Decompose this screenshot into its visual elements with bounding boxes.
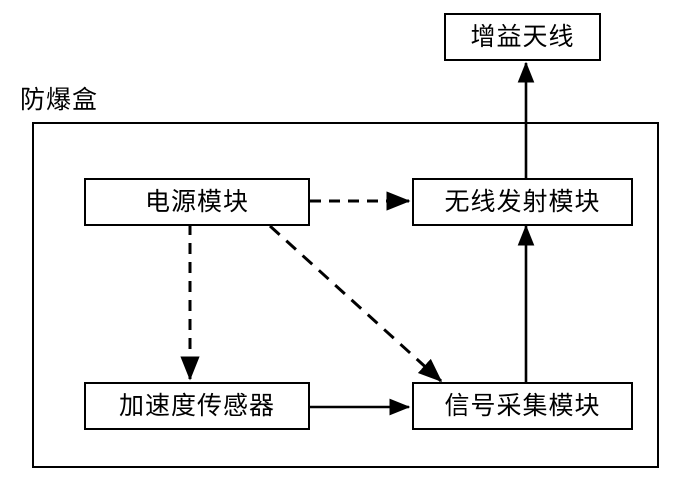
node-signal-acquisition-module-label: 信号采集模块 [444, 392, 601, 420]
node-signal-acquisition-module[interactable]: 信号采集模块 [412, 382, 633, 430]
node-acceleration-sensor[interactable]: 加速度传感器 [84, 382, 310, 430]
node-power-module[interactable]: 电源模块 [84, 178, 310, 226]
node-power-module-label: 电源模块 [144, 188, 249, 216]
node-wireless-transmission-module[interactable]: 无线发射模块 [412, 178, 633, 226]
node-wireless-transmission-module-label: 无线发射模块 [444, 188, 601, 216]
node-gain-antenna[interactable]: 增益天线 [444, 13, 601, 61]
enclosure-caption: 防爆盒 [20, 87, 99, 114]
explosion-proof-enclosure [32, 122, 659, 468]
node-acceleration-sensor-label: 加速度传感器 [118, 392, 275, 420]
node-gain-antenna-label: 增益天线 [470, 23, 575, 51]
